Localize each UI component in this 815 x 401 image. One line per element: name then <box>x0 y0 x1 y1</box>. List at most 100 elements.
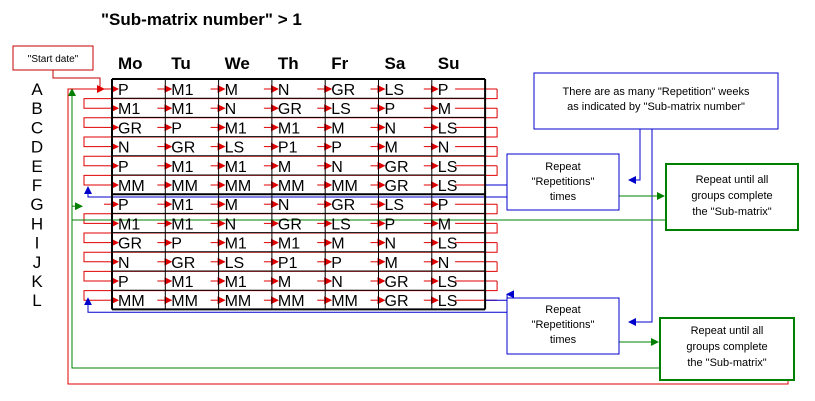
cell-a-we: M <box>225 82 238 99</box>
day-header-sa: Sa <box>385 54 406 73</box>
cell-f-sa: GR <box>385 178 409 195</box>
cell-a-mo: P <box>118 82 129 99</box>
cell-i-th: M1 <box>278 236 300 253</box>
row-wrap-line <box>83 146 498 167</box>
until-lower-return-arrow <box>68 88 660 369</box>
cell-i-tu: P <box>171 236 182 253</box>
cell-l-sa: GR <box>385 293 409 310</box>
until-box-lower-line-3: the "Sub-matrix" <box>687 357 766 369</box>
outer-restart-arrow <box>67 85 789 385</box>
row-label-l: L <box>32 291 41 310</box>
cell-l-tu: MM <box>171 293 198 310</box>
cell-h-tu: M1 <box>171 216 193 233</box>
cell-l-we: MM <box>225 293 252 310</box>
cell-b-tu: M1 <box>171 101 193 118</box>
cell-c-su: LS <box>438 120 458 137</box>
row-wrap-line <box>83 204 498 224</box>
cell-d-fr: P <box>331 140 342 157</box>
repetition-note-line-2: as indicated by "Sub-matrix number" <box>567 101 745 113</box>
cell-b-fr: LS <box>331 101 351 118</box>
cell-f-th: MM <box>278 178 305 195</box>
until-box-upper-line-2: groups complete <box>691 190 772 202</box>
day-header-fr: Fr <box>331 54 348 73</box>
cell-c-sa: N <box>385 120 397 137</box>
lower-to-repeat-arrow <box>485 290 514 301</box>
cell-k-sa: GR <box>385 274 409 291</box>
cell-h-su: M <box>438 216 451 233</box>
row-wrap-line <box>83 89 498 109</box>
row-label-h: H <box>31 214 43 233</box>
cell-k-su: LS <box>438 274 458 291</box>
cell-i-mo: GR <box>118 236 142 253</box>
repeat-box-upper-line-1: Repeat <box>545 161 580 173</box>
cell-g-we: M <box>225 197 238 214</box>
cell-b-th: GR <box>278 101 302 118</box>
row-label-g: G <box>30 195 43 214</box>
cell-g-th: N <box>278 197 290 214</box>
cell-l-th: MM <box>278 293 305 310</box>
row-label-a: A <box>31 80 43 99</box>
cell-g-mo: P <box>118 197 129 214</box>
repeat-box-upper-line-3: times <box>550 191 577 203</box>
row-label-d: D <box>31 138 43 157</box>
cell-e-su: LS <box>438 159 458 176</box>
cell-b-sa: P <box>385 101 396 118</box>
repeat-box-upper <box>506 153 620 211</box>
cell-k-we: M1 <box>225 274 247 291</box>
cell-f-tu: MM <box>171 178 198 195</box>
cell-k-fr: N <box>331 274 343 291</box>
row-label-f: F <box>32 176 42 195</box>
cell-f-mo: MM <box>118 178 145 195</box>
cell-d-we: LS <box>225 140 245 157</box>
start-date-box <box>12 45 94 71</box>
upper-to-repeat-arrow <box>485 184 514 193</box>
cell-b-su: M <box>438 101 451 118</box>
cell-c-fr: M <box>331 120 344 137</box>
cell-e-mo: P <box>118 159 129 176</box>
cell-g-fr: GR <box>331 197 355 214</box>
cell-d-sa: M <box>385 140 398 157</box>
until-box-upper <box>665 163 799 231</box>
cell-j-tu: GR <box>171 255 195 272</box>
row-wrap-line <box>83 108 498 128</box>
cell-j-sa: M <box>385 255 398 272</box>
row-wrap-line <box>83 223 498 244</box>
row-label-c: C <box>31 118 43 137</box>
day-header-we: We <box>225 54 250 73</box>
upper-loop-back-arrow <box>84 186 508 198</box>
day-header-su: Su <box>438 54 460 73</box>
lower-loop-back-arrow <box>84 297 508 313</box>
day-header-mo: Mo <box>118 54 143 73</box>
cell-e-we: M1 <box>225 159 247 176</box>
cell-l-su: LS <box>438 293 458 310</box>
repetition-note-box <box>533 72 779 130</box>
cell-k-mo: P <box>118 274 129 291</box>
day-header-th: Th <box>278 54 299 73</box>
cell-c-mo: GR <box>118 120 142 137</box>
cell-h-mo: M1 <box>118 216 140 233</box>
cell-d-tu: GR <box>171 140 195 157</box>
start-date-connector <box>52 70 101 90</box>
cell-k-th: M <box>278 274 291 291</box>
row-label-b: B <box>31 99 42 118</box>
row-label-i: I <box>35 234 40 253</box>
repeat-box-lower-line-1: Repeat <box>545 304 580 316</box>
diagram-title: "Sub-matrix number" > 1 <box>101 10 302 29</box>
row-label-j: J <box>33 253 42 272</box>
row-label-k: K <box>31 272 43 291</box>
cell-j-we: LS <box>225 255 245 272</box>
repeat-box-lower <box>506 297 620 355</box>
cell-g-su: P <box>438 197 449 214</box>
row-wrap-line <box>83 242 498 263</box>
cell-i-fr: M <box>331 236 344 253</box>
repetition-note-line-1: There are as many "Repetition" weeks <box>563 86 750 98</box>
row-wrap-line <box>83 165 498 186</box>
cell-i-sa: N <box>385 236 397 253</box>
until-box-upper-line-3: the "Sub-matrix" <box>692 206 771 218</box>
cell-h-fr: LS <box>331 216 351 233</box>
repeat-box-lower-line-3: times <box>550 334 577 346</box>
cell-e-fr: N <box>331 159 343 176</box>
